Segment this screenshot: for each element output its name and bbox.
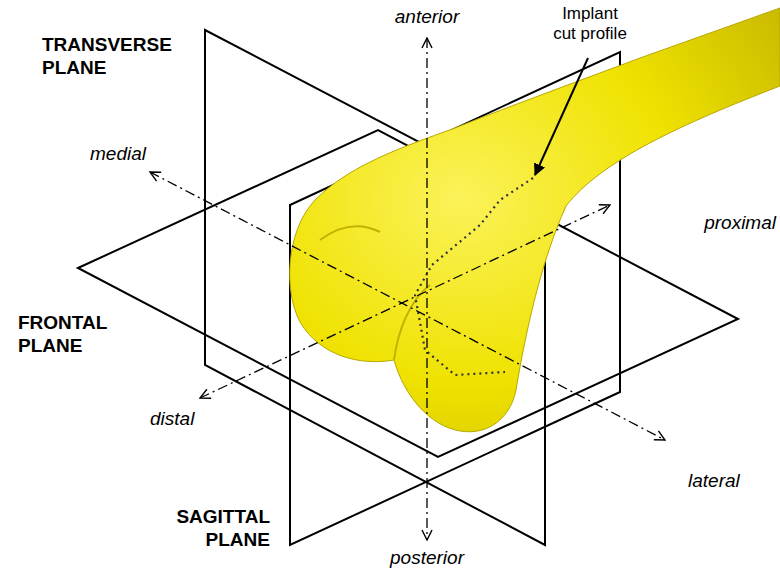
direction-label: lateral (688, 470, 740, 493)
direction-label: distal (150, 408, 194, 431)
condyle-notch (320, 226, 430, 360)
plane-label: FRONTAL PLANE (18, 312, 148, 358)
plane-label: TRANSVERSE PLANE (42, 34, 182, 80)
callout-label: Implant cut profile (550, 4, 630, 45)
direction-label: proximal (704, 212, 776, 235)
direction-label: anterior (395, 6, 459, 29)
proximal-distal-axis (200, 205, 610, 398)
medial-lateral-axis (150, 172, 665, 440)
leader-arrow (535, 58, 588, 175)
direction-label: posterior (390, 547, 464, 570)
anterior-posterior-axis (426, 38, 427, 540)
direction-label: medial (90, 143, 146, 166)
femur-bone (290, 8, 780, 432)
implant-cut-profile (415, 178, 533, 375)
plane-label: SAGITTAL PLANE (130, 506, 270, 552)
